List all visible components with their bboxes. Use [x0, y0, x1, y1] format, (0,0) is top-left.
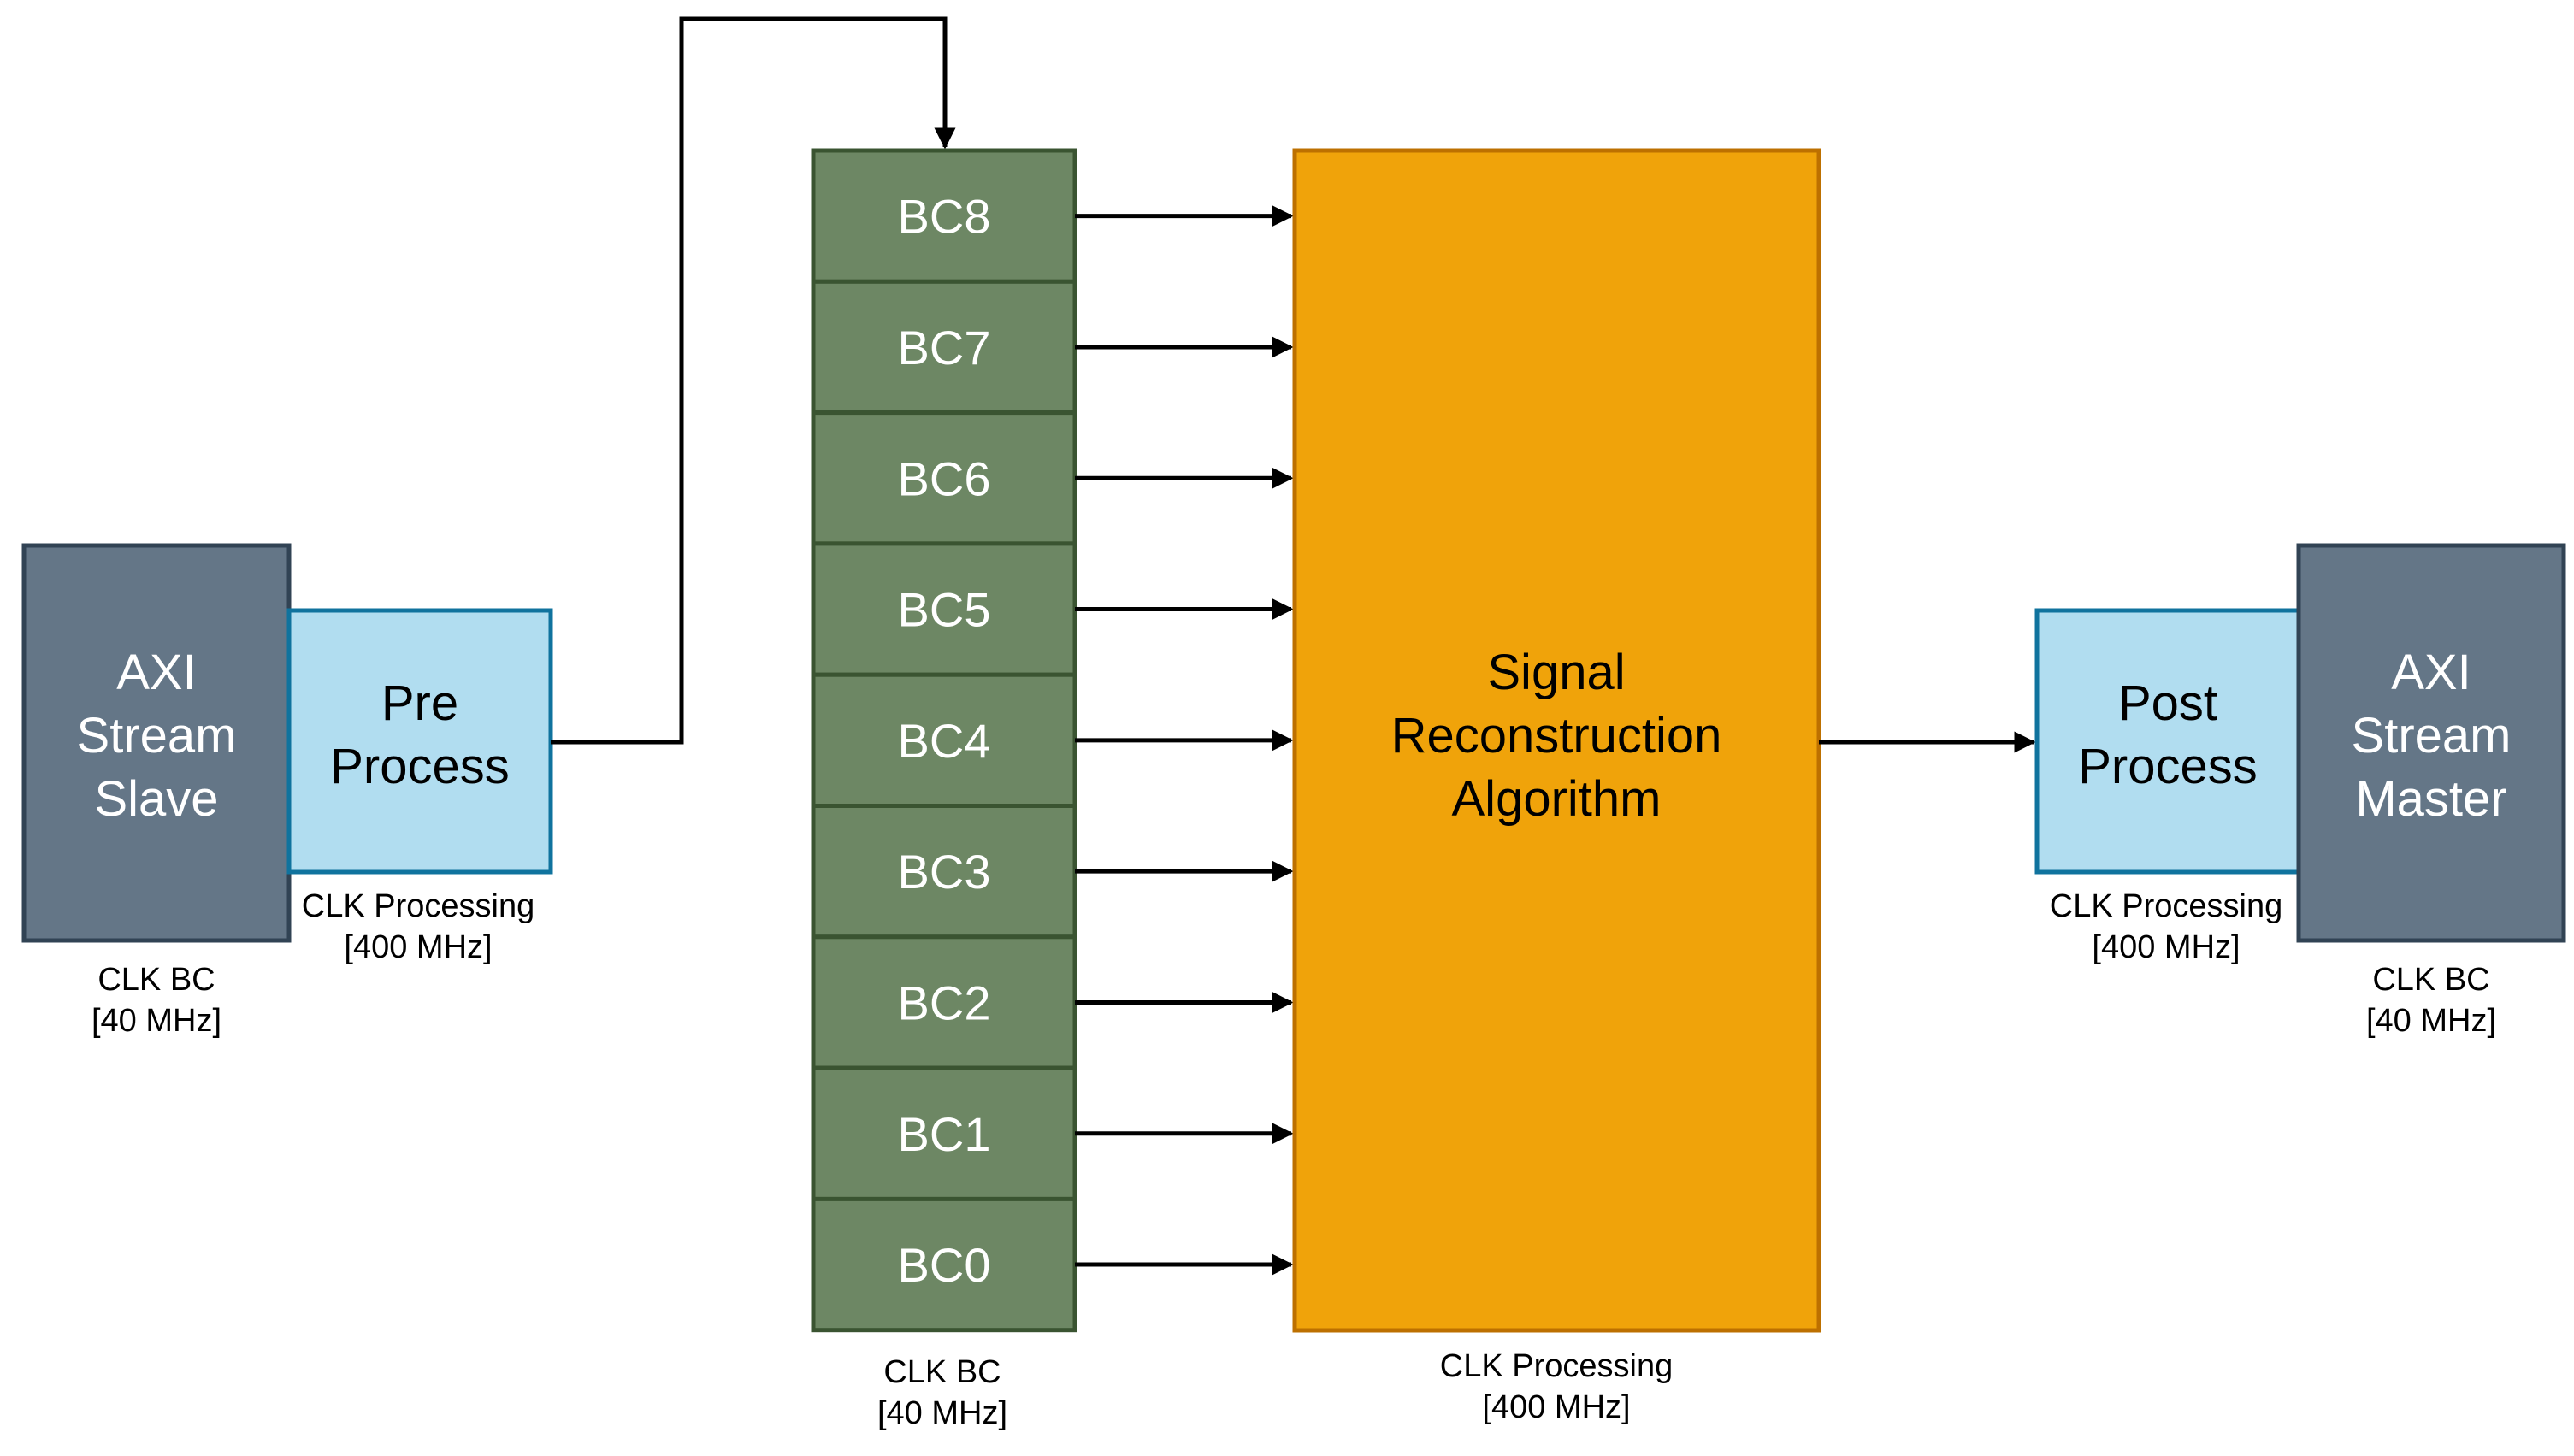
pre-process-block: Pre Process CLK Processing [400 MHz]	[286, 608, 553, 965]
pre-process-line-1: Pre	[381, 675, 458, 731]
axi-stream-master-box	[2296, 543, 2566, 943]
axi-stream-master-line-1: AXI	[2391, 645, 2471, 700]
pre-process-caption-2: [400 MHz]	[344, 929, 492, 965]
bc-cell: BC2	[811, 934, 1077, 1070]
post-process-line-1: Post	[2118, 675, 2217, 731]
bc-cell: BC8	[811, 148, 1077, 284]
bc-cell: BC0	[811, 1196, 1077, 1333]
algorithm-caption-1: CLK Processing	[1440, 1348, 1673, 1384]
bc-cell-box	[811, 1196, 1077, 1333]
post-process-caption-2: [400 MHz]	[2092, 929, 2240, 965]
bc-cell: BC6	[811, 410, 1077, 546]
axi-stream-slave-block: AXI Stream Slave CLK BC [40 MHz]	[21, 543, 292, 1039]
axi-stream-slave-line-1: AXI	[116, 645, 197, 700]
algorithm-line-1: Signal	[1487, 645, 1625, 700]
signal-reconstruction-block: Signal Reconstruction Algorithm CLK Proc…	[1292, 148, 1821, 1425]
bc-cell: BC7	[811, 279, 1077, 416]
bc-cell-box	[811, 1065, 1077, 1201]
bc-cell: BC3	[811, 804, 1077, 940]
axi-stream-master-line-2: Stream	[2352, 708, 2512, 763]
pre-process-line-2: Process	[330, 739, 510, 794]
signal-reconstruction-box	[1292, 148, 1821, 1333]
bc-cell-label: BC6	[898, 451, 991, 505]
axi-stream-master-caption-1: CLK BC	[2372, 962, 2489, 998]
bc-cell-label: BC7	[898, 321, 991, 374]
bc-cell-label: BC8	[898, 190, 991, 244]
axi-stream-slave-line-3: Slave	[94, 771, 218, 827]
axi-stream-slave-caption-1: CLK BC	[97, 962, 215, 998]
bc-cell-label: BC3	[898, 845, 991, 899]
bc-cell-label: BC2	[898, 976, 991, 1029]
pre-process-to-buffer-arrow	[551, 16, 956, 745]
post-process-block: Post Process CLK Processing [400 MHz]	[2034, 608, 2301, 965]
algorithm-line-3: Algorithm	[1452, 771, 1662, 827]
bc-cell-label: BC5	[898, 583, 991, 637]
bc-cell-label: BC0	[898, 1238, 991, 1292]
pre-process-caption-1: CLK Processing	[302, 888, 534, 924]
post-process-line-2: Process	[2078, 739, 2258, 794]
bc-cell: BC5	[811, 541, 1077, 677]
axi-stream-slave-caption-2: [40 MHz]	[92, 1003, 221, 1039]
post-process-caption-1: CLK Processing	[2050, 888, 2282, 924]
axi-stream-master-line-3: Master	[2355, 771, 2506, 827]
axi-stream-slave-box	[21, 543, 292, 943]
algorithm-caption-2: [400 MHz]	[1482, 1389, 1630, 1425]
buffer-caption-1: CLK BC	[883, 1354, 1001, 1390]
bc-cell: BC1	[811, 1065, 1077, 1201]
pre-process-box	[286, 608, 553, 875]
bc-cell-label: BC1	[898, 1107, 991, 1161]
axi-stream-master-caption-2: [40 MHz]	[2366, 1003, 2496, 1039]
axi-stream-slave-line-2: Stream	[77, 708, 237, 763]
bc-cell-label: BC4	[898, 714, 991, 768]
algorithm-line-2: Reconstruction	[1391, 708, 1722, 763]
post-process-box	[2034, 608, 2301, 875]
bc-cell: BC4	[811, 672, 1077, 809]
buffer-caption-2: [40 MHz]	[877, 1395, 1007, 1431]
bc-cell-box	[811, 934, 1077, 1070]
axi-stream-master-block: AXI Stream Master CLK BC [40 MHz]	[2296, 543, 2566, 1039]
bc-to-algorithm-arrows	[1075, 205, 1294, 1276]
